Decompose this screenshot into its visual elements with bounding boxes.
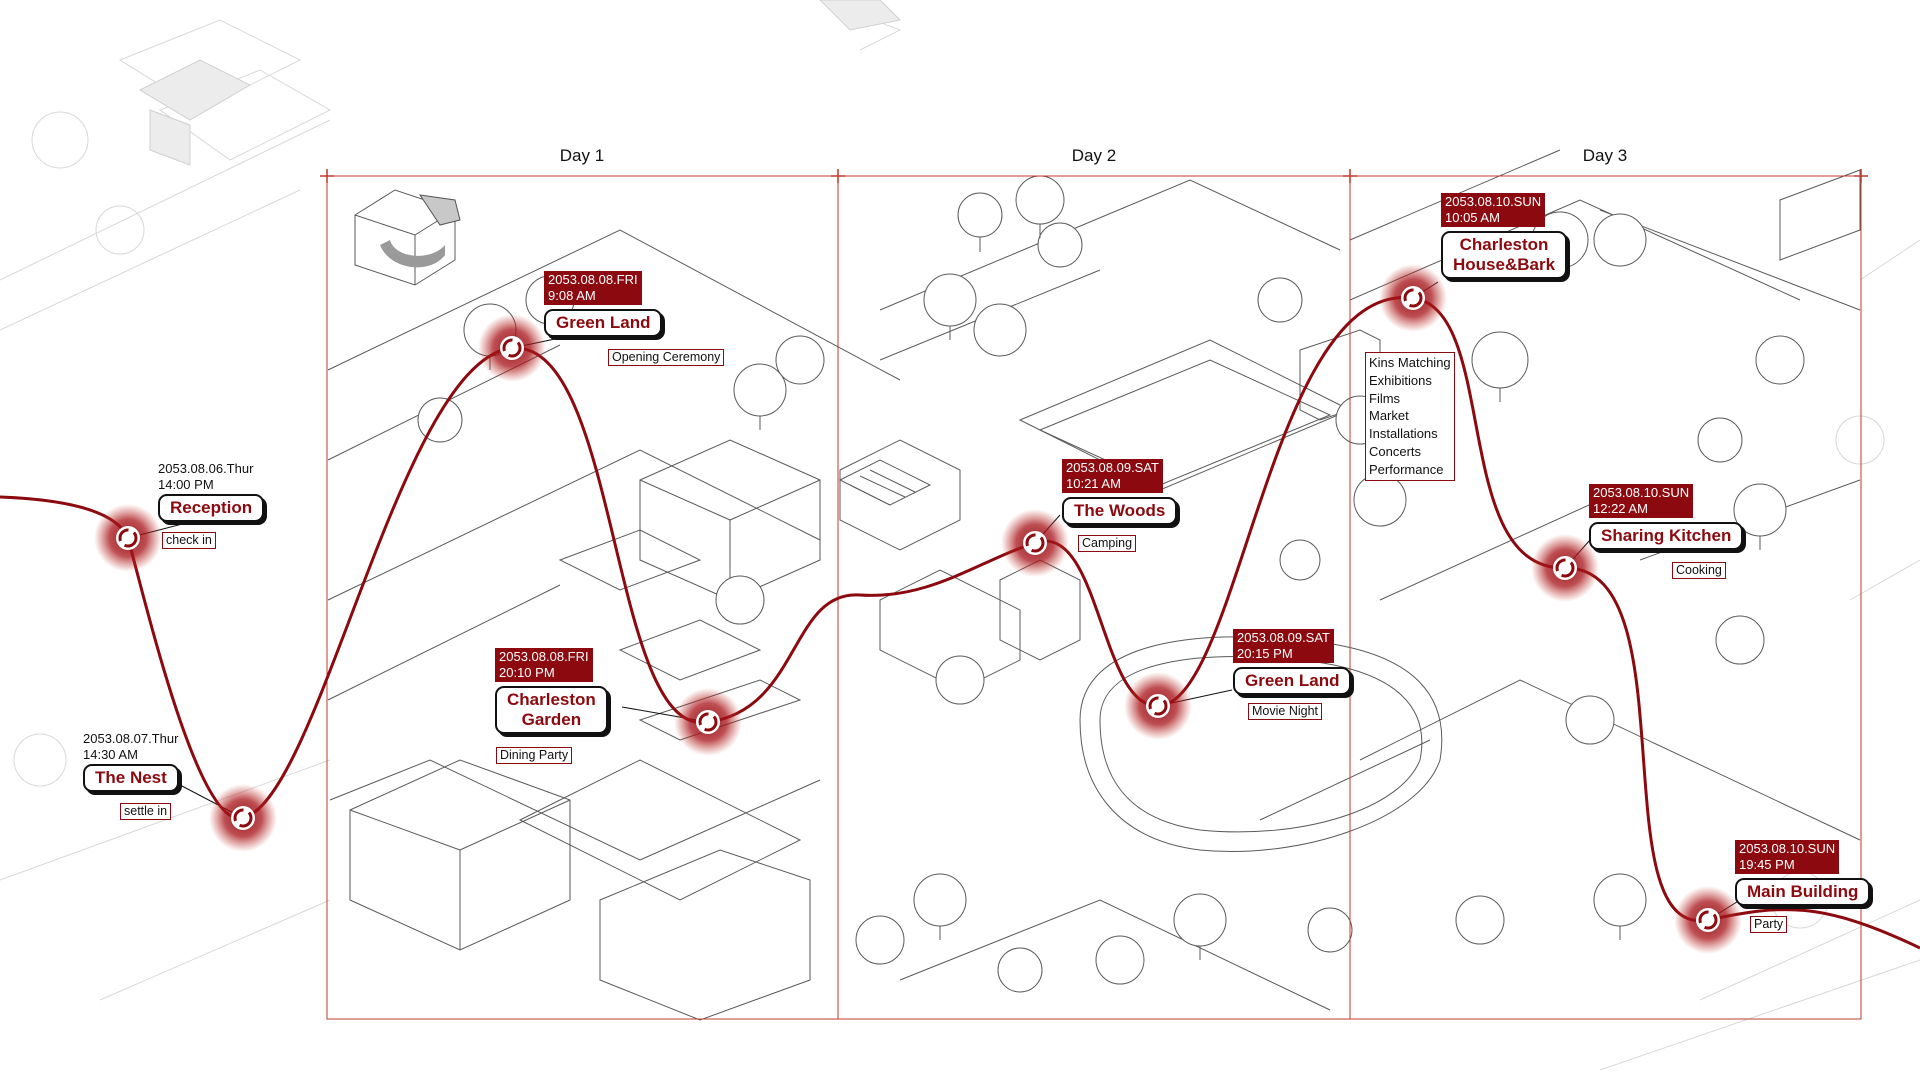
activity-item: Kins Matching — [1369, 355, 1451, 370]
stop-name: The Woods — [1062, 497, 1178, 525]
plus-icon — [831, 169, 845, 183]
target-icon — [478, 314, 546, 382]
activities-list: Kins Matching Exhibitions Films Market I… — [1365, 352, 1455, 481]
stop-reception: 2053.08.06.Thur 14:00 PM Reception — [158, 461, 265, 522]
stop-green-land-day2: 2053.08.09.SAT 20:15 PM Green Land — [1233, 629, 1352, 695]
stop-sharing-kitchen: 2053.08.10.SUN 12:22 AM Sharing Kitchen — [1589, 484, 1744, 550]
stop-datetime: 2053.08.08.FRI 9:08 AM — [544, 271, 642, 305]
activity-item: Performance — [1369, 461, 1444, 477]
stop-charleston-garden: 2053.08.08.FRI 20:10 PM Charleston Garde… — [495, 648, 608, 734]
stop-name: Sharing Kitchen — [1589, 522, 1744, 550]
stop-name: Reception — [158, 494, 265, 522]
stop-datetime: 2053.08.10.SUN 12:22 AM — [1589, 484, 1694, 518]
stop-charleston-house: 2053.08.10.SUN 10:05 AM Charleston House… — [1441, 193, 1568, 279]
target-icon — [674, 688, 742, 756]
stop-activity: Dining Party — [496, 747, 573, 764]
target-icon — [1379, 264, 1447, 332]
day-label-3: Day 3 — [1582, 146, 1628, 165]
route-path — [0, 296, 1920, 950]
target-icon — [209, 784, 277, 852]
target-icon — [94, 504, 162, 572]
stop-name: Green Land — [1233, 667, 1352, 695]
activity-item: Films — [1369, 390, 1401, 406]
target-icon — [1531, 534, 1599, 602]
stop-main-building: 2053.08.10.SUN 19:45 PM Main Building — [1735, 840, 1871, 906]
stop-datetime: 2053.08.09.SAT 10:21 AM — [1062, 459, 1163, 493]
plus-icon — [320, 169, 334, 183]
stop-datetime: 2053.08.10.SUN 10:05 AM — [1441, 193, 1546, 227]
stop-datetime: 2053.08.07.Thur 14:30 AM — [83, 731, 179, 762]
day-label-2: Day 2 — [1071, 146, 1117, 165]
stop-activity: check in — [162, 532, 216, 549]
stop-activity: Cooking — [1672, 562, 1726, 579]
activity-item: Concerts — [1369, 443, 1422, 459]
target-icon — [1001, 509, 1069, 577]
stop-name: Green Land — [544, 309, 663, 337]
stop-activity: Party — [1750, 916, 1788, 933]
stop-name: Main Building — [1735, 878, 1871, 906]
activity-item: Exhibitions — [1369, 372, 1432, 388]
stop-name: Charleston Garden — [495, 686, 608, 734]
activity-item: Market — [1369, 408, 1409, 424]
stop-datetime: 2053.08.09.SAT 20:15 PM — [1233, 629, 1334, 663]
stop-activity: settle in — [120, 803, 172, 820]
target-icon — [1674, 886, 1742, 954]
day-label-1: Day 1 — [559, 146, 605, 165]
plus-icon — [1343, 169, 1357, 183]
stop-name: The Nest — [83, 764, 179, 792]
stop-the-woods: 2053.08.09.SAT 10:21 AM The Woods — [1062, 459, 1178, 525]
stop-activity: Opening Ceremony — [608, 349, 725, 366]
stop-name: Charleston House&Bark — [1441, 231, 1568, 279]
stop-green-land-day1: 2053.08.08.FRI 9:08 AM Green Land — [544, 271, 663, 337]
target-icon — [1124, 672, 1192, 740]
stop-the-nest: 2053.08.07.Thur 14:30 AM The Nest — [83, 731, 179, 792]
stop-activity: Movie Night — [1248, 703, 1322, 720]
stop-datetime: 2053.08.08.FRI 20:10 PM — [495, 648, 593, 682]
stop-datetime: 2053.08.06.Thur 14:00 PM — [158, 461, 254, 492]
activity-item: Installations — [1369, 426, 1438, 442]
plus-icon — [1854, 169, 1868, 183]
stop-datetime: 2053.08.10.SUN 19:45 PM — [1735, 840, 1840, 874]
stop-activity: Camping — [1078, 535, 1137, 552]
